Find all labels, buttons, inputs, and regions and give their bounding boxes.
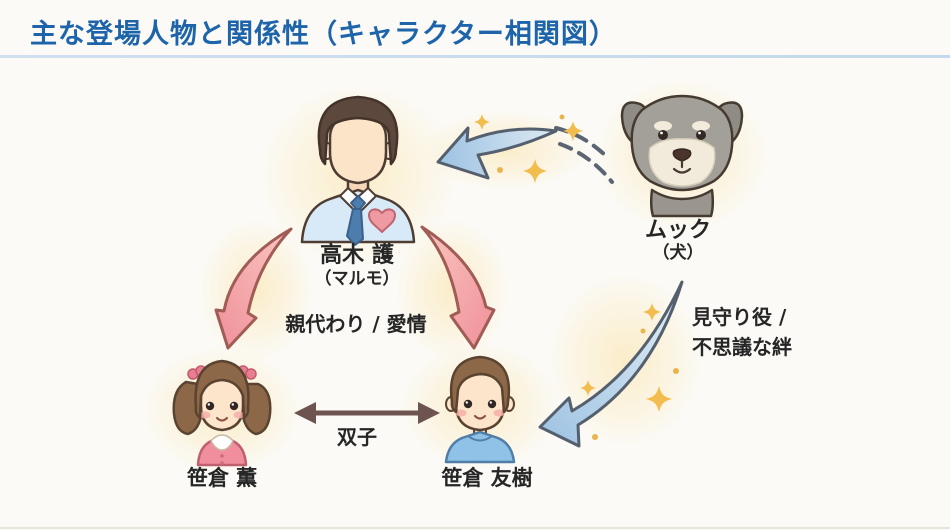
arrow-man-to-boy — [420, 225, 496, 350]
label-mukku-sub: （犬） — [652, 243, 704, 263]
girl-kaoru-illustration — [172, 359, 272, 467]
label-watcher-line2: 不思議な絆 — [692, 335, 792, 359]
arrow-dog-to-boy — [538, 280, 684, 448]
label-watcher-line1: 見守り役 / — [692, 305, 787, 329]
label-marumo-name: 高木 護 — [320, 243, 394, 268]
bottom-hairline — [0, 527, 950, 529]
dog-mukku-illustration — [620, 94, 744, 218]
arrow-man-to-girl — [214, 227, 293, 350]
label-kaoru-name: 笹倉 薫 — [186, 466, 258, 490]
label-marumo-sub: （マルモ） — [314, 269, 400, 289]
arrow-dog-to-man — [436, 126, 614, 184]
man-marumo-illustration — [300, 95, 416, 246]
arrow-twins — [294, 402, 440, 424]
title-divider — [0, 55, 950, 58]
boy-tomoki-illustration — [444, 355, 516, 464]
label-tomoki-name: 笹倉 友樹 — [441, 466, 533, 490]
page-title: 主な登場人物と関係性（キャラクター相関図） — [30, 19, 617, 50]
label-relationship-twins: 双子 — [337, 425, 377, 449]
label-mukku-name: ムック — [644, 218, 711, 243]
sparkle-icons — [474, 114, 679, 440]
label-relationship-parental: 親代わり / 愛情 — [285, 312, 427, 336]
label-relationship-watcher: 見守り役 / 不思議な絆 — [692, 302, 792, 362]
